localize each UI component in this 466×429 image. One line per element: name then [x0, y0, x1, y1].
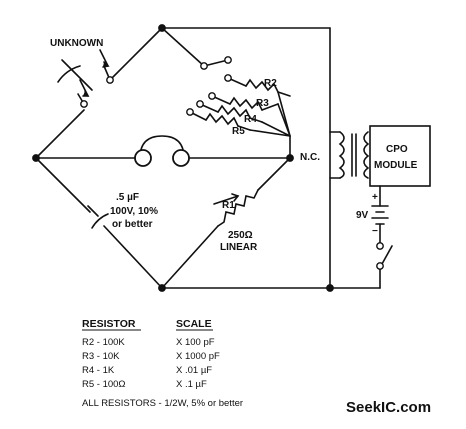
cpo-module-line2: MODULE	[374, 160, 418, 171]
table-row-scale: X .01 µF	[176, 365, 212, 376]
table-row-resistor: R3 - 10K	[82, 351, 120, 362]
watermark-text: SeekIC.com	[346, 399, 431, 416]
table-header-resistor: RESISTOR	[82, 318, 136, 330]
r1-value-label: 250Ω	[228, 230, 253, 241]
table-row-scale: X 100 pF	[176, 337, 215, 348]
terminal-posts	[80, 56, 384, 270]
table-row-resistor: R4 - 1K	[82, 365, 115, 376]
cap-note-label: or better	[112, 219, 153, 230]
table-row-resistor: R2 - 100K	[82, 337, 125, 348]
unknown-label: UNKNOWN	[50, 38, 103, 49]
cpo-module-line1: CPO	[386, 144, 408, 155]
r1-potentiometer	[213, 189, 259, 227]
resistor-scale-table: RESISTOR SCALE R2 - 100K X 100 pF R3 - 1…	[82, 318, 243, 409]
table-row-resistor: R5 - 100Ω	[82, 379, 126, 390]
junction-dots	[32, 24, 334, 292]
table-row-scale: X .1 µF	[176, 379, 207, 390]
table-row-scale: X 1000 pF	[176, 351, 220, 362]
bridge-wires	[35, 27, 381, 289]
cpo-module-box	[369, 125, 431, 187]
headphone-earpieces	[134, 149, 190, 167]
unknown-terminals	[57, 49, 111, 105]
table-footnote: ALL RESISTORS - 1/2W, 5% or better	[82, 398, 243, 409]
standard-capacitor	[87, 205, 109, 229]
r5-label: R5	[232, 126, 245, 137]
r2-label: R2	[264, 78, 277, 89]
battery-plus-label: +	[372, 192, 378, 203]
range-resistor-network	[189, 59, 291, 137]
r1-label: R1	[222, 200, 235, 211]
r4-label: R4	[244, 114, 257, 125]
null-detector-headphone	[139, 135, 185, 159]
battery-label: 9V	[356, 210, 369, 221]
r3-label: R3	[256, 98, 269, 109]
battery-minus-label: −	[372, 226, 378, 237]
coupling-transformer	[329, 131, 370, 179]
cap-voltage-label: 100V, 10%	[110, 206, 158, 217]
table-header-scale: SCALE	[176, 318, 212, 330]
nc-label: N.C.	[300, 152, 320, 163]
cap-value-label: .5 µF	[116, 192, 139, 203]
r1-taper-label: LINEAR	[220, 242, 258, 253]
